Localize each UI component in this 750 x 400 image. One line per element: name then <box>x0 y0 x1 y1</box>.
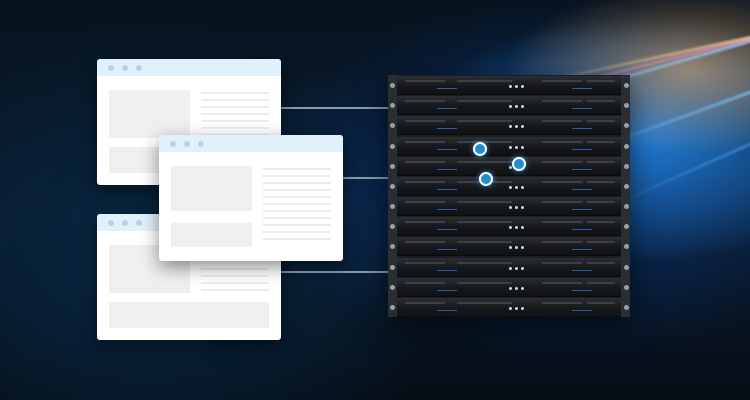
window-title-bar <box>97 59 281 76</box>
server-unit <box>397 237 621 257</box>
window-dot-icon <box>136 65 142 71</box>
rack-rail-left <box>388 75 397 317</box>
status-led-icon <box>509 85 512 88</box>
rack-rail-right <box>621 75 630 317</box>
window-dot-icon <box>108 220 114 226</box>
browser-window-2 <box>159 135 343 261</box>
rack-screw-icon <box>624 244 629 250</box>
server-unit <box>397 297 621 317</box>
rack-screw-icon <box>624 83 629 89</box>
status-led-icon <box>521 286 524 290</box>
rack-screw-icon <box>390 183 395 189</box>
status-led-icon <box>521 145 524 149</box>
content-placeholder <box>171 223 252 247</box>
status-led-icon <box>521 246 524 250</box>
server-unit <box>397 197 621 217</box>
window-dot-icon <box>122 220 128 226</box>
status-led-icon <box>521 306 524 310</box>
status-led-icon <box>521 266 524 270</box>
rack-screw-icon <box>624 304 629 310</box>
connection-node-icon <box>479 172 493 186</box>
image-placeholder <box>171 166 252 211</box>
status-led-icon <box>509 185 512 189</box>
rack-screw-icon <box>624 284 629 290</box>
status-led-icon <box>509 286 512 290</box>
status-led-icon <box>509 226 512 230</box>
status-led-icon <box>515 145 518 149</box>
rack-screw-icon <box>390 224 395 230</box>
window-dot-icon <box>184 141 190 147</box>
server-rack <box>388 75 630 317</box>
window-dot-icon <box>170 141 176 147</box>
rack-screw-icon <box>624 143 629 149</box>
status-led-icon <box>509 206 512 209</box>
rack-screw-icon <box>390 244 395 250</box>
status-led-icon <box>509 266 512 270</box>
status-led-icon <box>521 105 524 109</box>
rack-screw-icon <box>624 183 629 189</box>
status-led-icon <box>509 145 512 149</box>
status-led-icon <box>515 105 518 109</box>
rack-screw-icon <box>390 163 395 169</box>
status-led-icon <box>521 226 524 230</box>
rack-screw-icon <box>390 284 395 290</box>
rack-screw-icon <box>390 103 395 109</box>
server-unit <box>397 156 621 176</box>
server-unit <box>397 217 621 237</box>
status-led-icon <box>509 306 512 310</box>
status-led-icon <box>515 125 518 129</box>
image-placeholder <box>109 90 190 138</box>
rack-screw-icon <box>624 224 629 230</box>
server-unit <box>397 116 621 136</box>
server-unit <box>397 176 621 196</box>
status-led-icon <box>509 246 512 250</box>
rack-screw-icon <box>390 123 395 129</box>
status-led-icon <box>515 266 518 270</box>
status-led-icon <box>521 185 524 189</box>
status-led-icon <box>515 286 518 290</box>
rack-screw-icon <box>624 204 629 210</box>
status-led-icon <box>515 246 518 250</box>
server-unit <box>397 96 621 116</box>
server-unit <box>397 136 621 156</box>
connection-node-icon <box>512 157 526 171</box>
status-led-icon <box>509 105 512 109</box>
rack-screw-icon <box>390 304 395 310</box>
server-unit <box>397 76 621 96</box>
status-led-icon <box>515 306 518 310</box>
window-dot-icon <box>198 141 204 147</box>
server-unit <box>397 257 621 277</box>
window-dot-icon <box>122 65 128 71</box>
server-unit <box>397 277 621 297</box>
rack-screw-icon <box>624 103 629 109</box>
rack-screw-icon <box>390 204 395 210</box>
status-led-icon <box>521 125 524 129</box>
content-placeholder <box>109 302 269 328</box>
status-led-icon <box>515 185 518 189</box>
rack-screw-icon <box>390 83 395 89</box>
status-led-icon <box>515 206 518 209</box>
rack-screw-icon <box>624 163 629 169</box>
rack-screw-icon <box>390 264 395 270</box>
status-led-icon <box>515 85 518 88</box>
status-led-icon <box>521 85 524 88</box>
status-led-icon <box>509 125 512 129</box>
window-dot-icon <box>136 220 142 226</box>
rack-screw-icon <box>624 123 629 129</box>
window-dot-icon <box>108 65 114 71</box>
rack-screw-icon <box>390 143 395 149</box>
connection-node-icon <box>473 142 487 156</box>
rack-screw-icon <box>624 264 629 270</box>
status-led-icon <box>515 226 518 230</box>
status-led-icon <box>509 165 512 169</box>
window-title-bar <box>159 135 343 152</box>
status-led-icon <box>521 206 524 209</box>
